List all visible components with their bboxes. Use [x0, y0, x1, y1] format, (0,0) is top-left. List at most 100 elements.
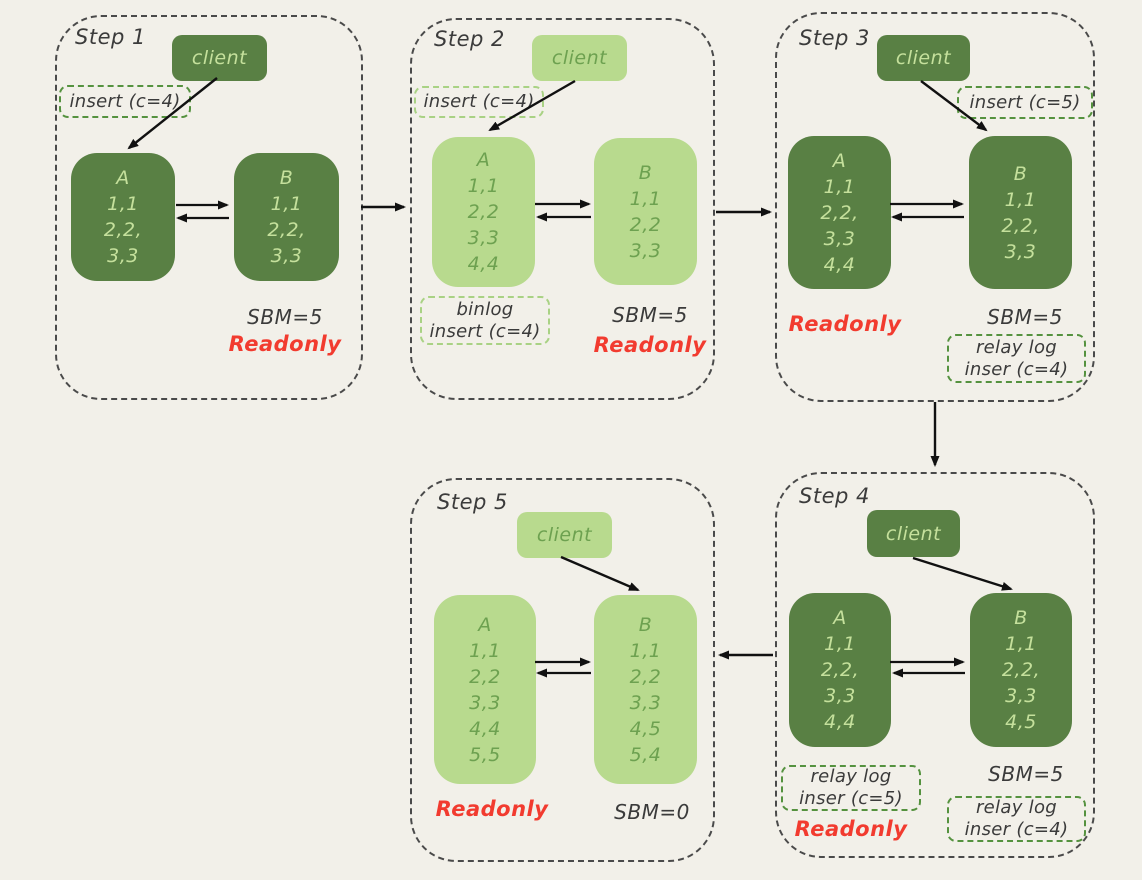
node-a-title: A [832, 149, 847, 172]
node-b-row: 1,1 [270, 193, 303, 215]
node-b-row: 3,3 [629, 691, 662, 714]
node-a-row: 3,3 [469, 691, 501, 714]
node-a-row: 3,3 [824, 685, 856, 707]
node-b-row: 3,3 [1004, 240, 1037, 263]
node-b-row: 2,2, [1001, 659, 1041, 681]
node-a-row: 2,2 [469, 665, 501, 688]
node-a-row: 5,5 [469, 743, 501, 766]
step-3-client-box: client [877, 35, 970, 81]
step-1-node-b: B 1,1 2,2, 3,3 [234, 153, 339, 281]
binlog-line-1: binlog [456, 298, 514, 320]
relay-log-a-line-1: relay log [810, 766, 892, 787]
step-4-node-a: A 1,1 2,2, 3,3 4,4 [789, 593, 891, 747]
step-1-insert-text: insert (c=4) [69, 90, 181, 112]
step-2-binlog-label: binlog insert (c=4) [420, 296, 550, 345]
step-2-node-a: A 1,1 2,2 3,3 4,4 [432, 137, 535, 287]
step-2-sbm-value: SBM=5 [612, 303, 688, 327]
step-4-client-box: client [867, 510, 960, 557]
step-5-readonly-status: Readonly [435, 797, 549, 821]
node-a-row: 4,4 [823, 253, 856, 276]
node-b-row: 1,1 [629, 639, 662, 662]
node-b-title: B [638, 613, 653, 636]
node-b-title: B [638, 161, 653, 184]
relay-log-line-2: inser (c=4) [964, 358, 1069, 380]
step-1-client-box: client [172, 35, 267, 81]
relay-log-line-1: relay log [975, 336, 1058, 358]
node-a-row: 3,3 [467, 227, 500, 249]
step-3-insert-text: insert (c=5) [969, 91, 1081, 113]
node-a-row: 2,2, [820, 201, 859, 224]
node-b-title: B [1014, 607, 1028, 629]
step-3-insert-label: insert (c=5) [957, 86, 1093, 119]
node-b-title: B [1013, 162, 1028, 185]
step-2-readonly-status: Readonly [593, 333, 707, 357]
node-b-title: B [279, 167, 294, 189]
node-a-row: 2,2, [103, 219, 143, 241]
node-b-row: 2,2 [629, 213, 662, 236]
relay-log-b-line-2: inser (c=4) [964, 819, 1069, 840]
step-3-relay-log-label: relay log inser (c=4) [947, 334, 1086, 383]
step-5-title: Step 5 [437, 490, 508, 514]
node-a-row: 1,1 [107, 193, 139, 215]
node-a-title: A [478, 613, 492, 636]
step-1-sbm-value: SBM=5 [247, 305, 323, 329]
node-b-row: 2,2, [267, 219, 306, 241]
node-a-title: A [476, 149, 491, 171]
relay-log-b-line-1: relay log [975, 797, 1058, 818]
node-b-row: 3,3 [629, 239, 662, 262]
binlog-line-2: insert (c=4) [429, 320, 541, 342]
node-b-row: 2,2 [629, 665, 662, 688]
node-b-row: 5,4 [629, 743, 662, 766]
step-3-node-b: B 1,1 2,2, 3,3 [969, 136, 1072, 289]
node-a-row: 1,1 [824, 633, 856, 655]
step-3-sbm-value: SBM=5 [987, 305, 1063, 329]
step-4-node-b: B 1,1 2,2, 3,3 4,5 [970, 593, 1072, 747]
step-5-sbm-value: SBM=0 [614, 800, 690, 824]
step-2-title: Step 2 [434, 27, 505, 51]
node-a-row: 1,1 [823, 175, 856, 198]
node-a-row: 3,3 [107, 245, 139, 267]
step-2-insert-text: insert (c=4) [423, 91, 535, 112]
step-5-client-box: client [517, 512, 612, 558]
step-4-title: Step 4 [799, 484, 870, 508]
node-a-row: 1,1 [469, 639, 501, 662]
relay-log-a-line-2: inser (c=5) [799, 788, 903, 809]
node-b-row: 3,3 [1005, 685, 1037, 707]
node-b-row: 1,1 [1005, 633, 1037, 655]
step-4-relay-log-b-label: relay log inser (c=4) [947, 796, 1086, 842]
node-a-row: 4,4 [467, 253, 500, 275]
node-a-row: 1,1 [467, 175, 500, 197]
step-4-readonly-status: Readonly [794, 817, 908, 841]
step-1-readonly-status: Readonly [228, 332, 342, 356]
step-5-node-b: B 1,1 2,2 3,3 4,5 5,4 [594, 595, 697, 784]
step-3-group: Step 3 client insert (c=5) A 1,1 2,2, 3,… [775, 12, 1095, 402]
step-1-node-a: A 1,1 2,2, 3,3 [71, 153, 175, 281]
node-a-row: 4,4 [469, 717, 501, 740]
step-4-group: Step 4 client A 1,1 2,2, 3,3 4,4 B 1,1 2… [775, 472, 1095, 858]
node-b-row: 2,2, [1001, 214, 1040, 237]
node-a-row: 4,4 [824, 711, 856, 733]
node-b-row: 1,1 [1004, 188, 1037, 211]
step-1-group: Step 1 client insert (c=4) A 1,1 2,2, 3,… [55, 15, 363, 400]
node-b-row: 3,3 [270, 245, 303, 267]
node-a-row: 2,2, [820, 659, 860, 681]
step-5-node-a: A 1,1 2,2 3,3 4,4 5,5 [434, 595, 536, 784]
step-4-sbm-value: SBM=5 [988, 762, 1064, 786]
step-3-readonly-status: Readonly [788, 312, 902, 336]
node-a-title: A [116, 167, 130, 189]
step-1-insert-label: insert (c=4) [59, 85, 191, 118]
step-2-insert-label: insert (c=4) [414, 86, 544, 118]
node-a-title: A [833, 607, 847, 629]
step-3-node-a: A 1,1 2,2, 3,3 4,4 [788, 136, 891, 289]
node-b-row: 1,1 [629, 187, 662, 210]
step-4-relay-log-a-label: relay log inser (c=5) [781, 765, 921, 811]
step-2-group: Step 2 client insert (c=4) A 1,1 2,2 3,3… [410, 18, 715, 400]
step-1-title: Step 1 [75, 25, 146, 49]
node-a-row: 3,3 [823, 227, 856, 250]
node-a-row: 2,2 [467, 201, 500, 223]
step-2-client-box: client [532, 35, 627, 81]
step-2-node-b: B 1,1 2,2 3,3 [594, 138, 697, 285]
node-b-row: 4,5 [629, 717, 662, 740]
node-b-row: 4,5 [1005, 711, 1037, 733]
step-3-title: Step 3 [799, 26, 870, 50]
